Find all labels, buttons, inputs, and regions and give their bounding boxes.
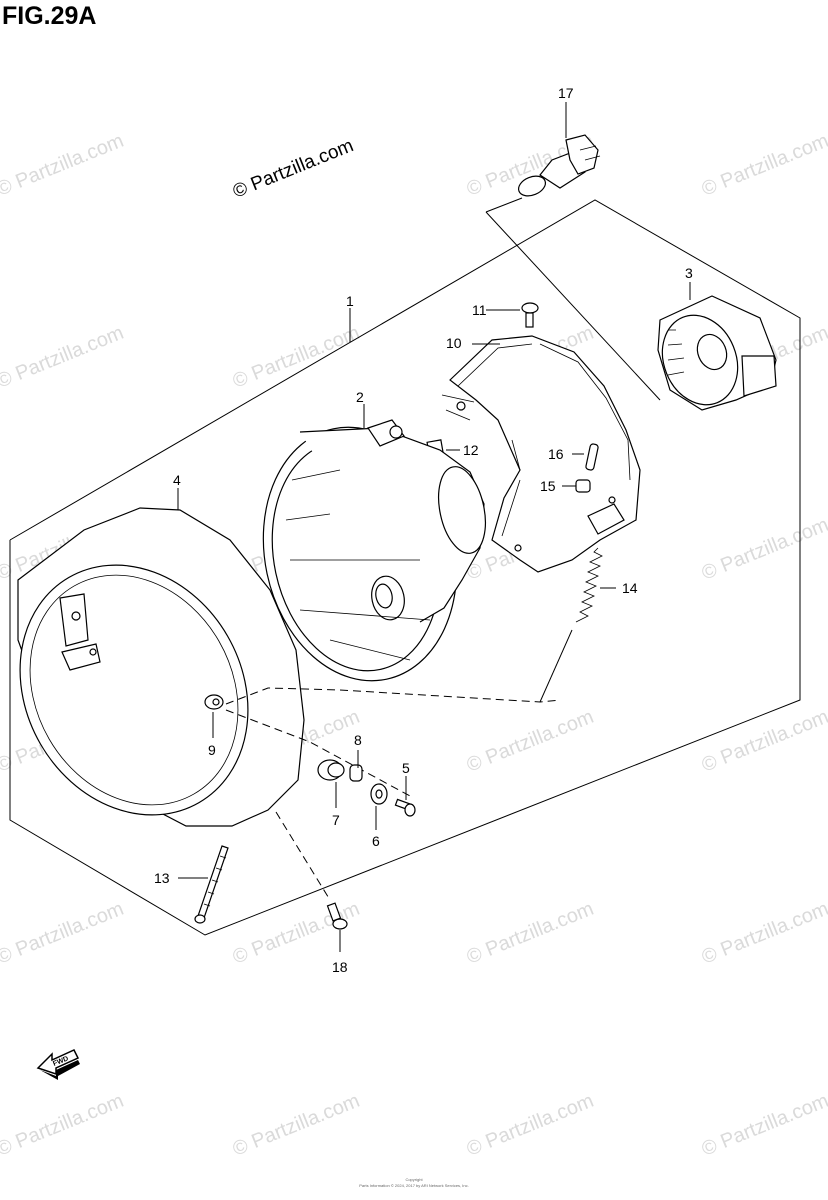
callout-12: 12 — [463, 442, 479, 458]
callout-14: 14 — [622, 580, 638, 596]
callout-11: 11 — [472, 302, 487, 318]
watermark: © Partzilla.com — [699, 706, 828, 777]
fitting-9 — [204, 694, 224, 710]
callout-10: 10 — [446, 335, 462, 351]
watermark: © Partzilla.com — [230, 1090, 363, 1161]
assembly-outline — [9, 199, 801, 936]
copyright-line-1: Copyright — [405, 1177, 423, 1182]
forward-arrow-icon: FWD — [36, 1049, 80, 1080]
figure-title: FIG.29A — [2, 2, 97, 30]
watermark: © Partzilla.com — [464, 706, 597, 777]
watermark: © Partzilla.com — [230, 898, 363, 969]
watermark: © Partzilla.com — [0, 130, 127, 201]
main-watermark: © Partzilla.com — [230, 135, 357, 202]
watermark: © Partzilla.com — [699, 130, 828, 201]
watermark: © Partzilla.com — [464, 1090, 597, 1161]
watermark: © Partzilla.com — [699, 1090, 828, 1161]
watermark: © Partzilla.com — [0, 322, 127, 393]
headlamp-unit — [262, 404, 486, 682]
callout-8: 8 — [354, 732, 362, 748]
callout-7: 7 — [332, 812, 340, 828]
collar-8 — [349, 764, 363, 782]
screw-18 — [326, 902, 348, 952]
rear-cover — [657, 282, 777, 411]
bulb — [517, 102, 601, 197]
collar-15 — [575, 479, 591, 493]
callout-3: 3 — [685, 265, 693, 281]
watermark: © Partzilla.com — [0, 898, 127, 969]
callout-4: 4 — [173, 472, 181, 488]
callout-13: 13 — [154, 870, 170, 886]
headlamp-rim — [17, 507, 305, 827]
watermark: © Partzilla.com — [699, 514, 828, 585]
callout-18: 18 — [332, 959, 348, 975]
watermark: © Partzilla.com — [464, 898, 597, 969]
pin-16 — [585, 443, 599, 471]
screw-5 — [394, 798, 416, 817]
callout-15: 15 — [540, 478, 556, 494]
callout-6: 6 — [372, 833, 380, 849]
watermark: © Partzilla.com — [699, 898, 828, 969]
callout-17: 17 — [558, 85, 574, 101]
callout-9: 9 — [208, 742, 216, 758]
adjusting-spring — [575, 547, 603, 623]
copyright-line-2: Parts Information © 2024, 2017 by ARI Ne… — [359, 1183, 468, 1188]
callout-5: 5 — [402, 760, 410, 776]
callout-1: 1 — [346, 293, 354, 309]
watermark: © Partzilla.com — [0, 1090, 127, 1161]
grommet-7 — [317, 759, 345, 781]
watermark: © Partzilla.com — [230, 322, 363, 393]
mounting-bracket — [441, 335, 641, 573]
washer-6 — [370, 783, 388, 805]
bolt-13 — [178, 845, 229, 924]
callout-2: 2 — [356, 389, 364, 405]
screw-11 — [521, 302, 539, 328]
callout-16: 16 — [548, 446, 564, 462]
